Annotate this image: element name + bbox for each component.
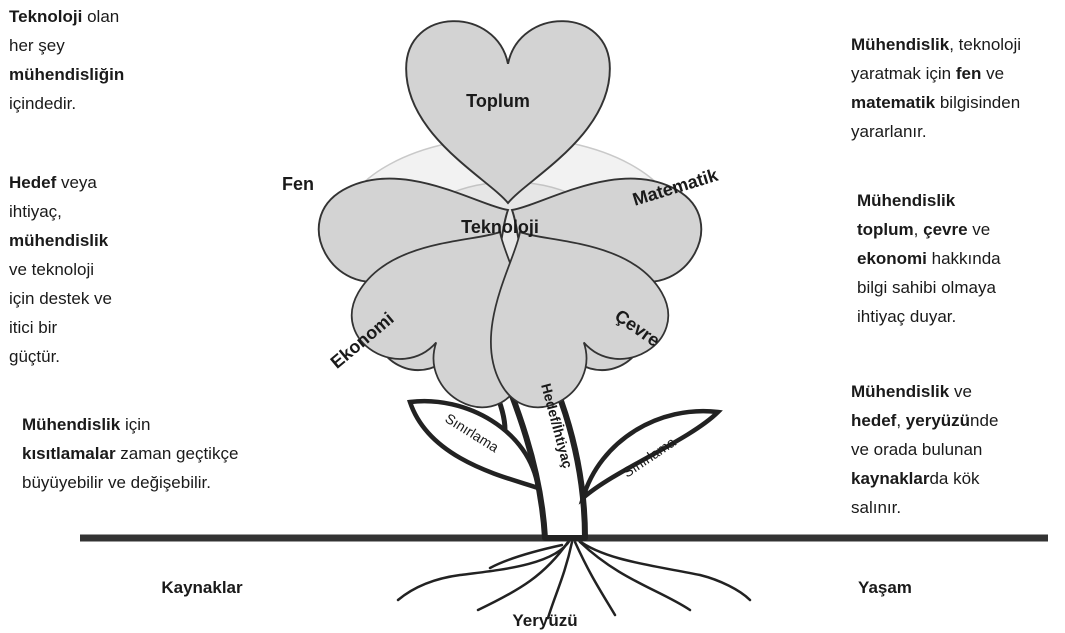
note-text: içindedir. xyxy=(9,89,124,118)
note-bottom-right: Mühendislik ve hedef, yeryüzünde ve orad… xyxy=(851,377,998,522)
center-label-teknoloji: Teknoloji xyxy=(461,217,539,237)
note-text: nde xyxy=(970,411,998,430)
note-bold-text: kaynaklar xyxy=(851,469,929,488)
note-text: ve teknoloji xyxy=(9,255,112,284)
note-bold-text: mühendislik xyxy=(9,231,108,250)
note-text: bilgi sahibi olmaya xyxy=(857,273,1001,302)
note-text: bilgisinden xyxy=(935,93,1020,112)
note-top-left: Teknoloji olan her şey mühendisliğin içi… xyxy=(9,2,124,118)
ground-label-yasam: Yaşam xyxy=(858,578,912,597)
note-text: , xyxy=(896,411,905,430)
note-text: ve xyxy=(968,220,991,239)
note-top-right: Mühendislik, teknoloji yaratmak için fen… xyxy=(851,30,1021,146)
note-bold-text: Mühendislik xyxy=(22,415,120,434)
note-text: büyüyebilir ve değişebilir. xyxy=(22,468,238,497)
note-bold-text: mühendisliğin xyxy=(9,65,124,84)
ground-label-yeryuzu: Yeryüzü xyxy=(512,611,577,630)
ground-label-kaynaklar: Kaynaklar xyxy=(161,578,243,597)
note-bold-text: Mühendislik xyxy=(851,35,949,54)
petal-label-fen: Fen xyxy=(282,174,314,194)
note-text: ve orada bulunan xyxy=(851,435,998,464)
note-text: yaratmak için xyxy=(851,64,956,83)
note-text: , teknoloji xyxy=(949,35,1021,54)
note-text: için xyxy=(120,415,150,434)
note-bold-text: Mühendislik xyxy=(851,382,949,401)
note-bold-text: fen xyxy=(956,64,982,83)
note-bold-text: Teknoloji xyxy=(9,7,82,26)
roots xyxy=(398,540,750,618)
note-middle-right: Mühendislik toplum, çevre ve ekonomi hak… xyxy=(857,186,1001,331)
note-bold-text: çevre xyxy=(923,220,967,239)
note-bold-text: ekonomi xyxy=(857,249,927,268)
note-bold-text: Hedef xyxy=(9,173,56,192)
note-bottom-left: Mühendislik için kısıtlamalar zaman geçt… xyxy=(22,410,238,497)
note-bold-text: Mühendislik xyxy=(857,191,955,210)
note-bold-text: hedef xyxy=(851,411,896,430)
note-text: veya xyxy=(56,173,97,192)
note-text: için destek ve xyxy=(9,284,112,313)
note-text: ihtiyaç, xyxy=(9,197,112,226)
note-bold-text: yeryüzü xyxy=(906,411,970,430)
note-text: ve xyxy=(949,382,972,401)
note-text: yararlanır. xyxy=(851,117,1021,146)
petal-label-toplum: Toplum xyxy=(466,91,530,111)
note-text: , xyxy=(914,220,923,239)
note-text: salınır. xyxy=(851,493,998,522)
note-bold-text: matematik xyxy=(851,93,935,112)
note-text: her şey xyxy=(9,31,124,60)
note-text: ve xyxy=(981,64,1004,83)
note-bold-text: kısıtlamalar xyxy=(22,444,116,463)
note-text: ihtiyaç duyar. xyxy=(857,302,1001,331)
note-text: da kök xyxy=(929,469,979,488)
note-text: zaman geçtikçe xyxy=(116,444,239,463)
note-text: güçtür. xyxy=(9,342,112,371)
note-text: hakkında xyxy=(927,249,1001,268)
note-text: olan xyxy=(82,7,119,26)
note-text: itici bir xyxy=(9,313,112,342)
note-bold-text: toplum xyxy=(857,220,914,239)
note-middle-left: Hedef veya ihtiyaç, mühendislik ve tekno… xyxy=(9,168,112,371)
